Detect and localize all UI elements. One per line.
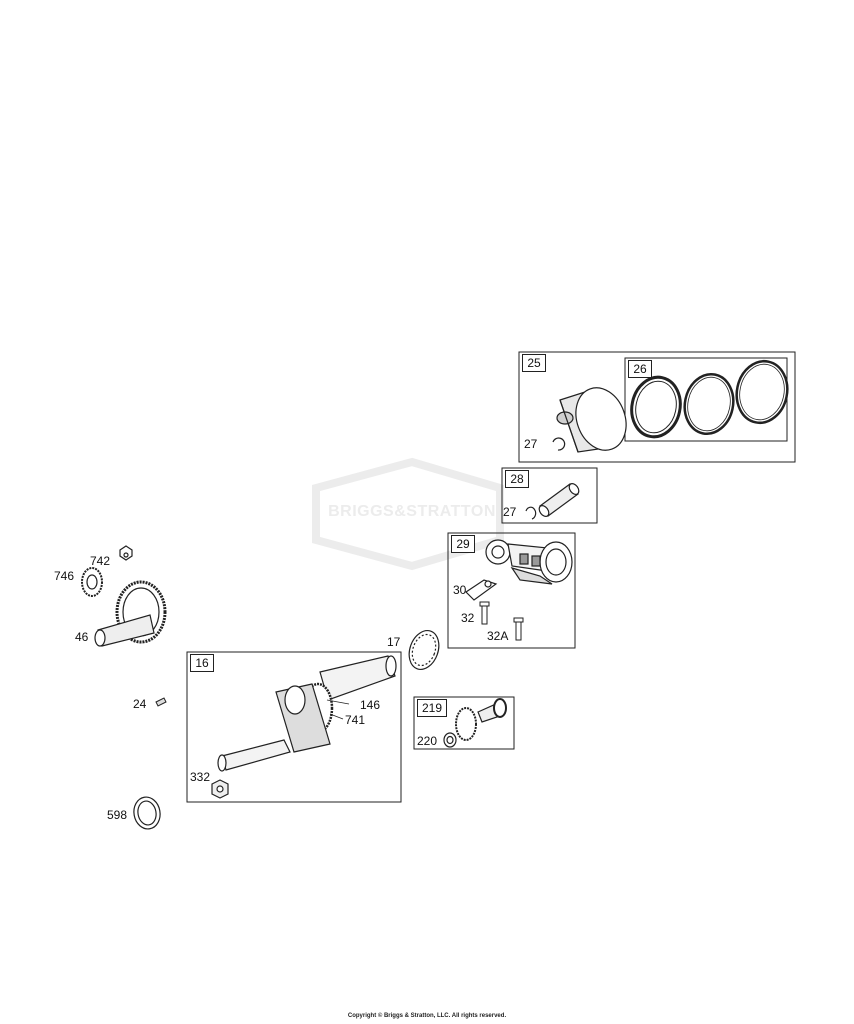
watermark-text: BRIGGS&STRATTON xyxy=(328,503,496,520)
crank-nut-drawing xyxy=(211,779,229,799)
copyright-notice: Copyright © Briggs & Stratton, LLC. All … xyxy=(347,1013,507,1019)
callout-27-lower: 27 xyxy=(503,505,517,519)
group-label-pin: 28 xyxy=(505,470,529,488)
callout-27-upper: 27 xyxy=(524,437,538,451)
callout-32: 32 xyxy=(461,611,475,625)
group-label-rod: 29 xyxy=(451,535,475,553)
key-drawing xyxy=(155,697,167,707)
leader-lines xyxy=(326,699,350,720)
group-label-governor: 219 xyxy=(417,699,447,717)
group-label-rings: 26 xyxy=(628,360,652,378)
group-label-piston: 25 xyxy=(522,354,546,372)
group-label-crank: 16 xyxy=(190,654,214,672)
callout-46: 46 xyxy=(75,630,89,644)
callout-32a: 32A xyxy=(487,629,509,643)
main-bearing-drawing xyxy=(408,630,440,670)
camshaft-drawing xyxy=(81,545,167,647)
callout-220: 220 xyxy=(417,734,438,748)
governor-drawing xyxy=(443,698,507,748)
callout-332: 332 xyxy=(190,770,211,784)
crank-group-box xyxy=(186,651,402,803)
callout-146: 146 xyxy=(360,698,381,712)
callout-742: 742 xyxy=(90,554,111,568)
piston-rings-drawing xyxy=(630,359,789,439)
piston-pin-drawing xyxy=(538,483,580,517)
thrust-washer-drawing xyxy=(133,796,161,830)
callout-17: 17 xyxy=(387,635,401,649)
pin-clip-lower xyxy=(525,506,537,520)
rod-bolts xyxy=(479,601,524,641)
callout-741: 741 xyxy=(345,713,366,727)
callout-746: 746 xyxy=(54,569,75,583)
callout-598: 598 xyxy=(107,808,128,822)
piston-drawing xyxy=(556,387,627,453)
governor-group-box xyxy=(413,696,515,750)
oil-dipper xyxy=(465,579,498,601)
pin-group-box xyxy=(501,467,598,524)
callout-30: 30 xyxy=(453,583,467,597)
crankshaft-drawing xyxy=(217,655,397,772)
piston-group-box xyxy=(518,351,796,463)
piston-pin-clip xyxy=(552,437,566,451)
rod-group-box xyxy=(447,532,576,649)
callout-24: 24 xyxy=(133,697,147,711)
connecting-rod-drawing xyxy=(485,539,573,585)
